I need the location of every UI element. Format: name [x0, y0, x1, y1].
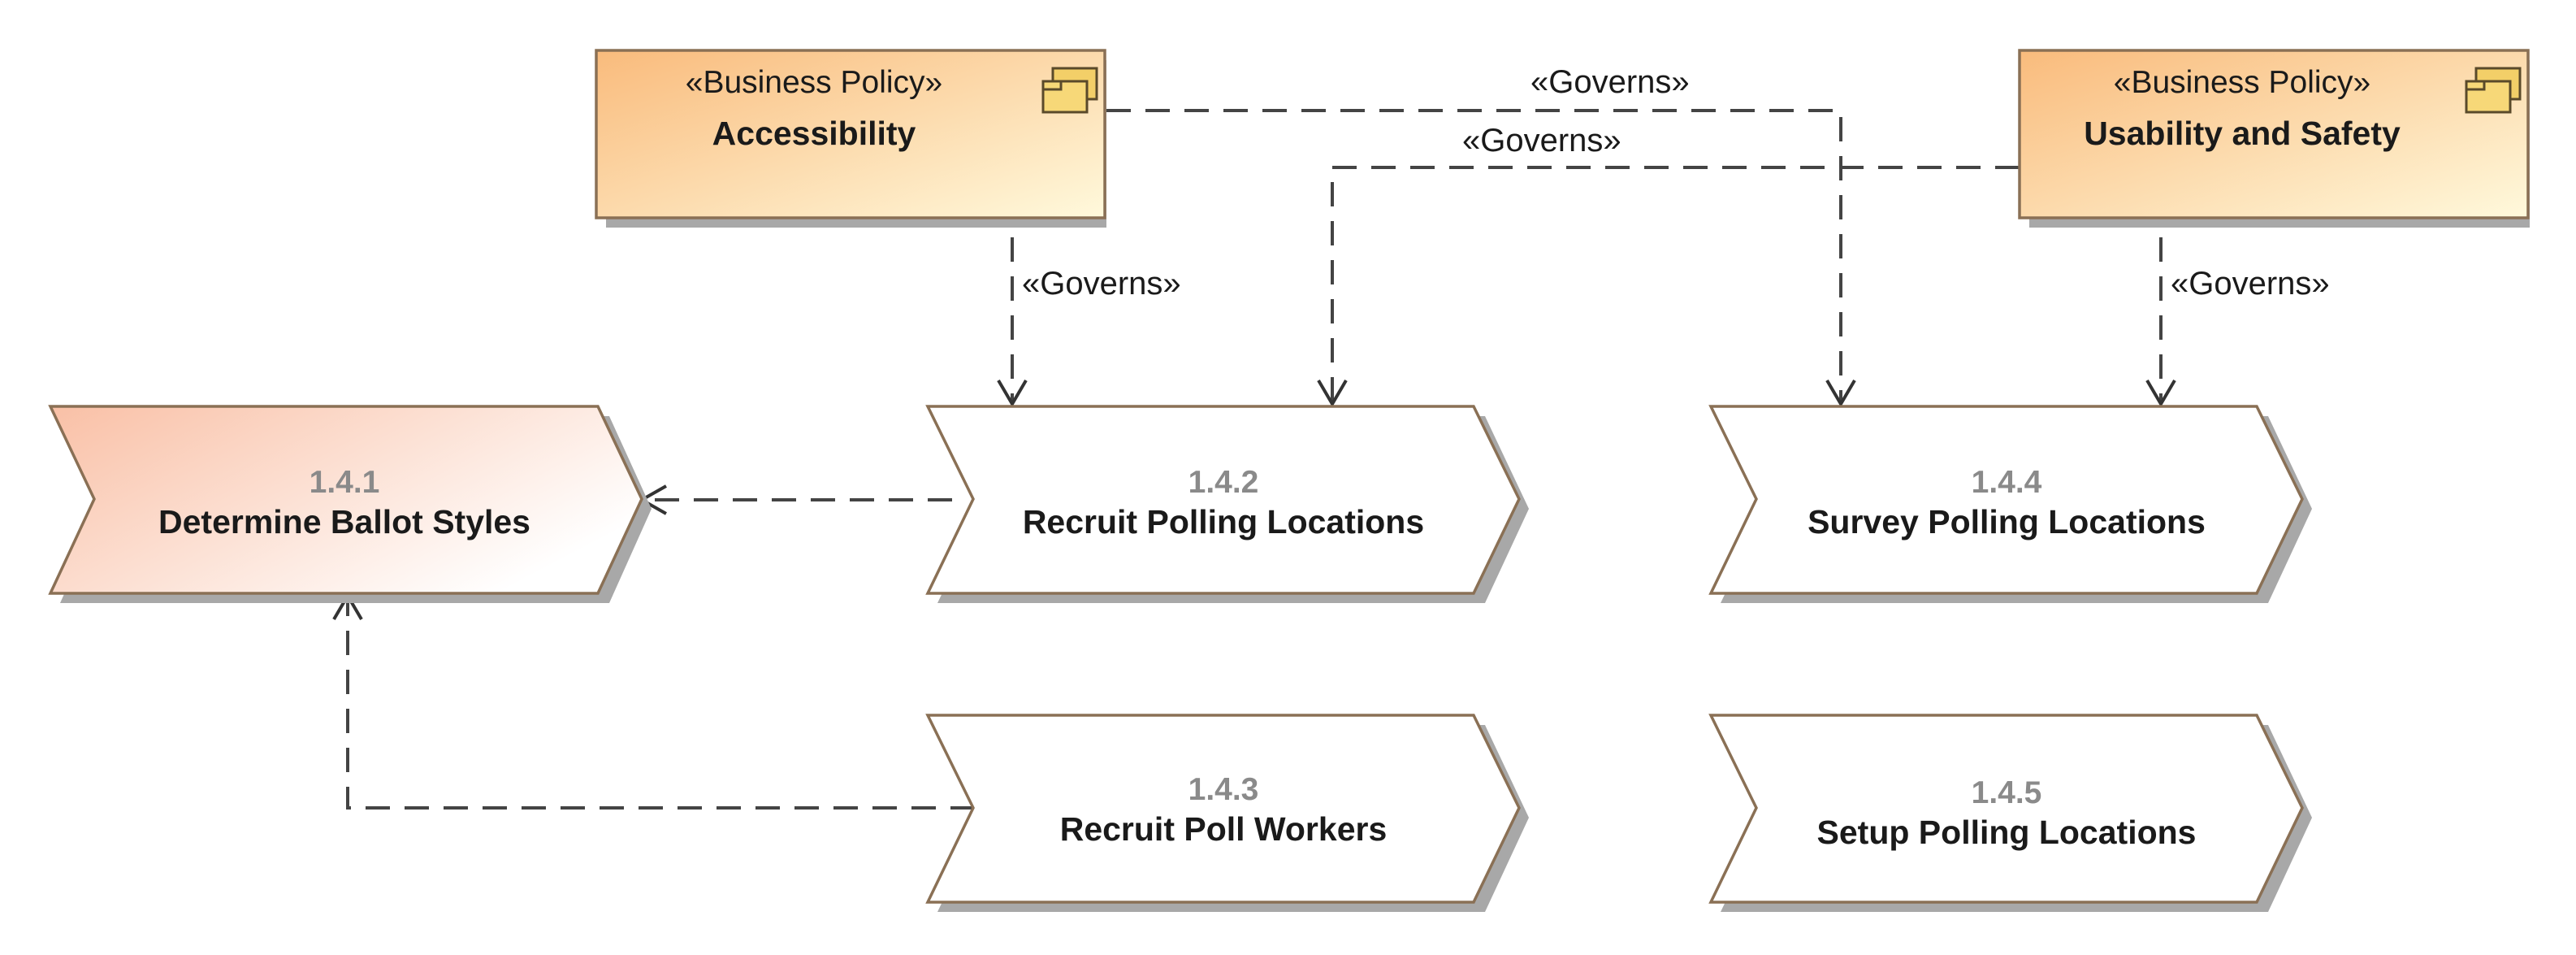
policy-name: Usability and Safety — [2084, 115, 2401, 152]
package-icon — [1041, 67, 1098, 114]
process-title: Recruit Poll Workers — [1060, 810, 1388, 848]
governs-label: «Governs» — [1462, 123, 1621, 158]
policy-name: Accessibility — [712, 115, 916, 152]
connector-usability-to-1-4-2[interactable] — [1317, 166, 2020, 407]
process-chevron-1-4-5[interactable]: 1.4.5 Setup Polling Locations — [1708, 714, 2312, 912]
process-number: 1.4.4 — [1972, 465, 2042, 500]
connector-accessibility-to-1-4-4[interactable] — [1106, 109, 1856, 407]
governs-label: «Governs» — [2171, 266, 2330, 302]
process-chevron-1-4-2[interactable]: 1.4.2 Recruit Polling Locations — [925, 405, 1529, 603]
policy-stereotype: «Business Policy» — [686, 65, 943, 100]
process-chevron-1-4-3[interactable]: 1.4.3 Recruit Poll Workers — [925, 714, 1529, 912]
process-title: Determine Ballot Styles — [158, 503, 530, 540]
process-title: Recruit Polling Locations — [1023, 503, 1424, 540]
governs-label: «Governs» — [1530, 64, 1690, 100]
process-chevron-1-4-4[interactable]: 1.4.4 Survey Polling Locations — [1708, 405, 2312, 603]
process-chevron-1-4-1[interactable]: 1.4.1 Determine Ballot Styles — [48, 405, 652, 603]
business-policy-usability-and-safety[interactable]: «Business Policy» Usability and Safety — [2018, 49, 2530, 228]
process-number: 1.4.5 — [1972, 775, 2042, 810]
process-title: Survey Polling Locations — [1808, 503, 2206, 540]
connector-usability-to-1-4-4[interactable] — [2145, 237, 2176, 407]
package-icon — [2465, 67, 2522, 114]
process-number: 1.4.3 — [1188, 772, 1259, 807]
business-policy-accessibility[interactable]: «Business Policy» Accessibility — [595, 49, 1106, 228]
process-title: Setup Polling Locations — [1817, 814, 2197, 851]
governs-label: «Governs» — [1022, 266, 1181, 302]
connector-accessibility-to-1-4-2[interactable] — [997, 237, 1028, 407]
connector-1-4-2-to-1-4-1[interactable] — [638, 484, 952, 515]
policy-stereotype: «Business Policy» — [2114, 65, 2371, 100]
connector-1-4-3-to-1-4-1[interactable] — [332, 593, 975, 810]
process-number: 1.4.2 — [1188, 465, 1259, 500]
process-number: 1.4.1 — [310, 465, 380, 500]
